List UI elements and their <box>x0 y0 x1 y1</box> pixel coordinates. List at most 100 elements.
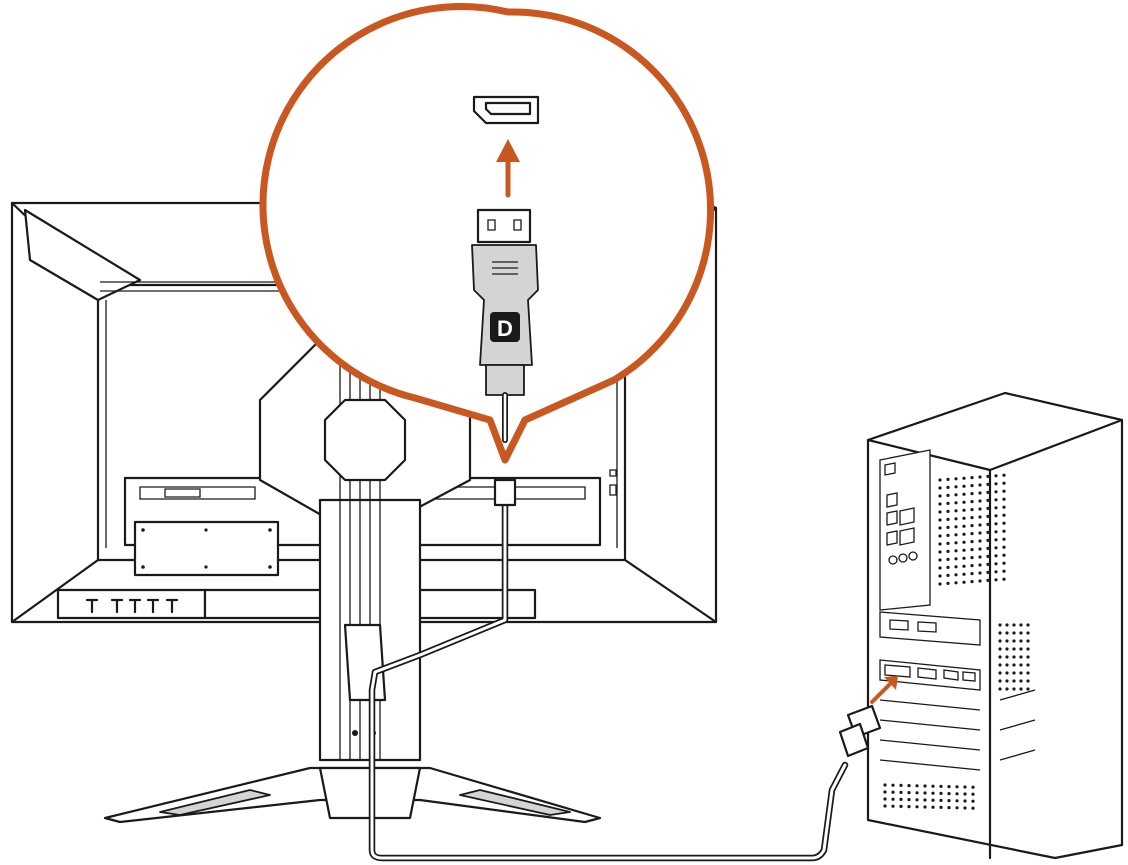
vent-hole <box>955 785 959 789</box>
vent-hole <box>986 514 990 519</box>
vent-hole <box>978 483 982 487</box>
vent-hole <box>978 563 982 567</box>
vent-hole <box>1026 671 1030 675</box>
vent-hole <box>994 498 998 502</box>
vent-hole <box>1019 647 1023 651</box>
vent-hole <box>938 542 942 546</box>
vent-hole <box>899 797 903 802</box>
vent-hole <box>970 508 974 512</box>
vent-hole <box>1019 679 1023 683</box>
vent-hole <box>978 555 982 559</box>
vent-hole <box>986 498 990 502</box>
vent-hole <box>1005 687 1009 691</box>
vent-hole <box>1002 577 1006 581</box>
vent-hole <box>1026 623 1030 627</box>
vent-hole <box>1005 655 1009 659</box>
vent-hole <box>994 578 998 582</box>
vent-hole <box>946 573 950 578</box>
vent-hole <box>1002 521 1006 525</box>
vent-hole <box>963 785 967 789</box>
vent-hole <box>978 523 982 527</box>
vent-hole <box>994 474 998 478</box>
vent-hole <box>1012 687 1016 691</box>
vent-hole <box>970 476 974 480</box>
vent-hole <box>1002 473 1006 477</box>
vent-hole <box>939 784 943 789</box>
vent-hole <box>1012 663 1016 667</box>
vent-hole <box>962 516 966 520</box>
vent-hole <box>1002 481 1006 485</box>
vent-hole <box>998 663 1002 667</box>
vent-hole <box>931 805 935 809</box>
displayport-cable <box>368 478 882 862</box>
vent-hole <box>994 522 998 526</box>
vent-hole <box>1005 623 1009 627</box>
vent-hole <box>970 580 974 584</box>
vent-hole <box>970 492 974 496</box>
vent-hole <box>963 792 967 796</box>
vent-hole <box>962 532 966 536</box>
vent-hole <box>978 579 982 583</box>
vent-hole <box>1002 545 1006 549</box>
vent-hole <box>970 484 974 488</box>
vent-hole <box>946 533 950 538</box>
vent-hole <box>998 639 1002 643</box>
vent-hole <box>1002 497 1006 501</box>
vent-hole <box>1026 663 1030 667</box>
vent-hole <box>994 514 998 518</box>
vent-hole <box>1005 663 1009 667</box>
vent-hole <box>1012 679 1016 683</box>
vent-hole <box>915 798 919 802</box>
vent-hole <box>971 799 975 803</box>
vent-hole <box>923 798 927 802</box>
vent-hole <box>963 799 967 803</box>
vent-hole <box>1012 671 1016 675</box>
vent-hole <box>923 791 927 795</box>
vent-hole <box>891 804 895 808</box>
vent-hole <box>938 550 942 554</box>
vent-hole <box>938 566 942 570</box>
vent-hole <box>907 798 911 802</box>
vent-hole <box>946 477 950 481</box>
vent-hole <box>954 493 958 497</box>
vent-hole <box>1012 647 1016 651</box>
vent-hole <box>978 539 982 543</box>
vent-hole <box>955 799 959 803</box>
vent-hole <box>986 554 990 559</box>
vent-hole <box>998 623 1002 627</box>
vent-hole <box>986 506 990 510</box>
vent-hole <box>994 570 998 574</box>
vent-hole <box>1012 631 1016 635</box>
vent-hole <box>954 485 958 489</box>
vent-hole <box>1005 647 1009 651</box>
vent-hole <box>986 578 990 583</box>
vent-hole <box>946 485 950 489</box>
vent-hole <box>1019 623 1023 627</box>
vent-hole <box>970 556 974 560</box>
vent-hole <box>970 540 974 544</box>
vent-hole <box>962 484 966 488</box>
vent-hole <box>931 798 935 802</box>
vent-hole <box>962 572 966 576</box>
vent-hole <box>978 499 982 503</box>
vent-hole <box>883 804 887 808</box>
pc-insert-arrow-icon <box>870 676 898 704</box>
vent-hole <box>986 538 990 543</box>
vent-hole <box>946 541 950 546</box>
vent-hole <box>970 532 974 536</box>
pc-tower <box>866 391 1124 860</box>
vent-hole <box>946 493 950 497</box>
vent-hole <box>1005 639 1009 643</box>
vent-hole <box>994 490 998 494</box>
vent-hole <box>994 530 998 534</box>
vent-hole <box>939 805 943 810</box>
vent-hole <box>970 564 974 568</box>
vent-hole <box>946 581 950 586</box>
vent-hole <box>962 508 966 512</box>
vent-hole <box>946 525 950 530</box>
vent-hole <box>954 557 958 561</box>
displayport-port-icon <box>472 95 540 125</box>
vent-hole <box>955 806 959 810</box>
vent-hole <box>1019 687 1023 691</box>
